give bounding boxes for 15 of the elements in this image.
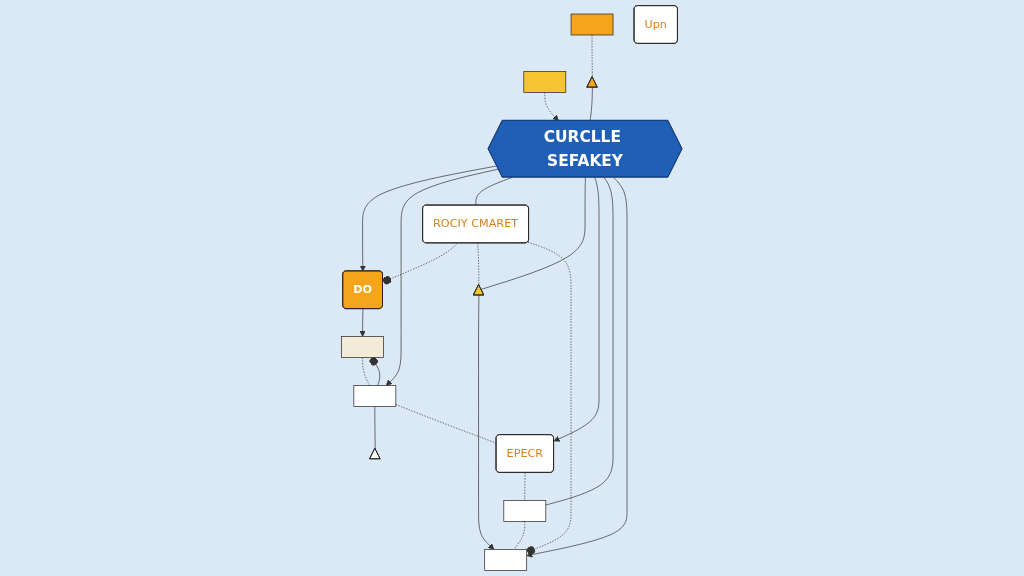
connector: [374, 406, 376, 449]
node-box: [523, 71, 567, 93]
connector: [591, 34, 593, 78]
connector: [589, 87, 593, 122]
node-box: [503, 500, 547, 522]
node-box: [484, 549, 528, 571]
connector: [481, 177, 586, 290]
connector: [362, 357, 371, 386]
connector: [524, 472, 526, 501]
connector: [513, 521, 526, 550]
connector: [395, 404, 497, 444]
connector: [477, 242, 480, 286]
node-box: [570, 13, 614, 36]
node-box: [341, 336, 385, 358]
node-box: [353, 385, 397, 407]
